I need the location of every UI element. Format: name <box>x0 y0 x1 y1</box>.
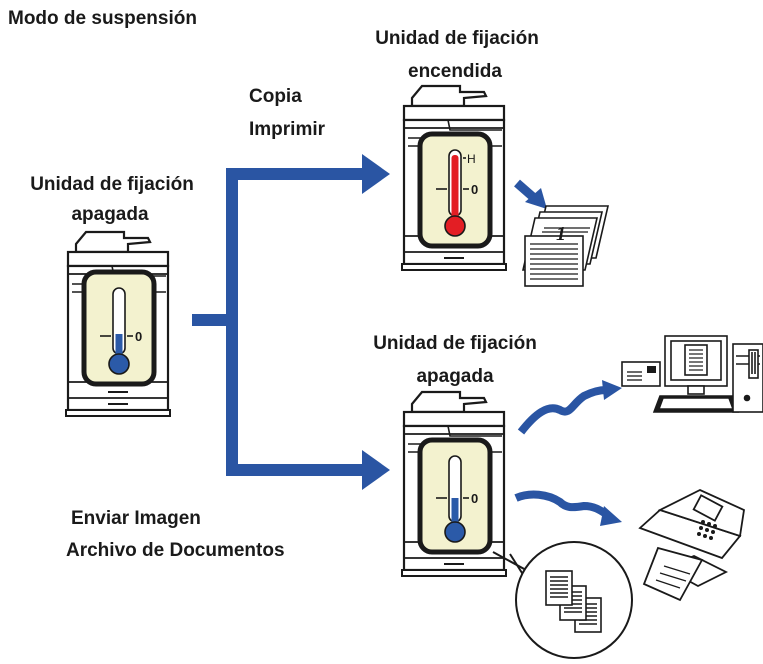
bottom-thermometer-icon <box>436 455 469 543</box>
printed-pages-icon <box>521 205 610 287</box>
email-envelope-icon <box>621 361 661 387</box>
send-arrow-icon <box>517 380 622 435</box>
output-arrow-icon <box>514 179 547 209</box>
top-printer-icon <box>400 84 508 272</box>
bottom-printer-icon <box>400 390 508 578</box>
left-thermometer-icon <box>100 287 133 375</box>
left-machine-label-1: Unidad de fijación <box>30 174 194 195</box>
mode-send-image: Enviar Imagen <box>71 508 201 529</box>
mode-document-filing: Archivo de Documentos <box>66 540 285 561</box>
arrow-head-top <box>362 154 390 194</box>
top-thermo-high: H <box>467 152 476 166</box>
left-machine-label-2: apagada <box>71 204 149 225</box>
top-thermometer-icon <box>436 149 469 237</box>
arrow-head-bottom <box>362 450 390 490</box>
bottom-thermo-zero: 0 <box>471 491 478 506</box>
top-machine-label-1: Unidad de fijación <box>375 28 539 49</box>
mode-copy: Copia <box>249 86 302 107</box>
diagram-title: Modo de suspensión <box>8 8 197 29</box>
mode-print: Imprimir <box>249 119 326 140</box>
computer-icon <box>652 335 763 413</box>
top-machine-label-2: encendida <box>408 61 502 82</box>
fax-arrow-icon <box>514 490 622 526</box>
fax-machine-icon <box>638 489 745 602</box>
bottom-machine-label-2: apagada <box>416 366 494 387</box>
bottom-machine-label-1: Unidad de fijación <box>373 333 537 354</box>
left-thermo-zero: 0 <box>135 329 142 344</box>
routing-arrows <box>192 168 364 476</box>
top-thermo-zero: 0 <box>471 182 478 197</box>
left-printer-icon <box>64 230 172 418</box>
page-number: 1 <box>556 223 566 245</box>
